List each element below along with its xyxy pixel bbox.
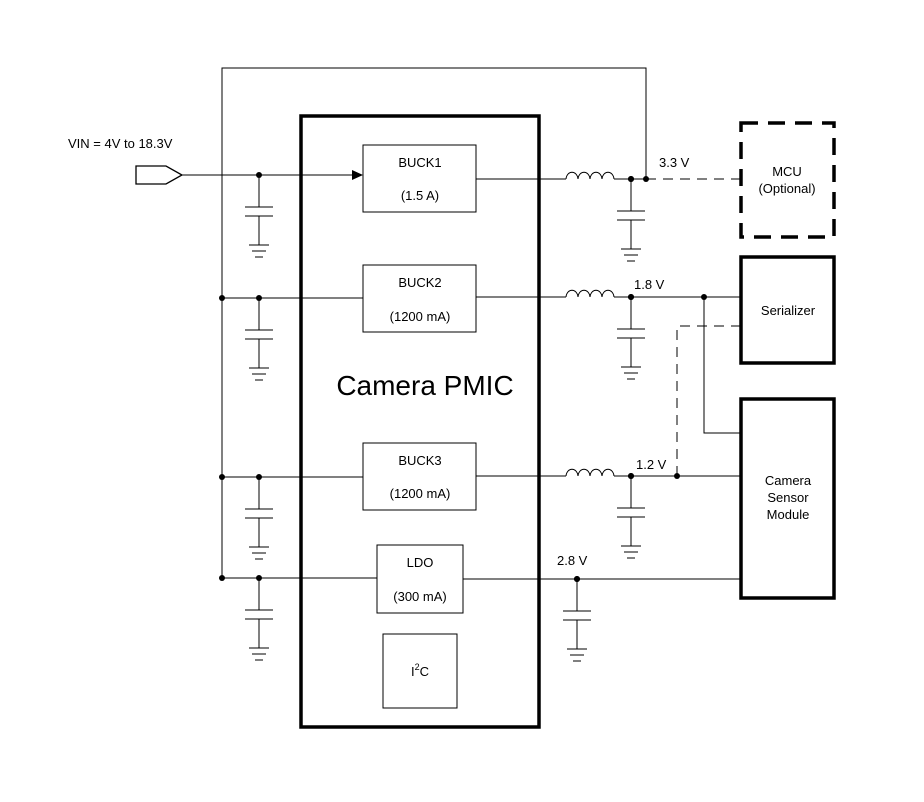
ldo-rating: (300 mA) (393, 589, 446, 604)
buck2-inductor (565, 289, 615, 298)
input-capacitor-1 (245, 172, 273, 258)
output-capacitor-1v2 (617, 473, 645, 559)
input-capacitor-3 (245, 474, 273, 560)
rail-2v8-label: 2.8 V (557, 553, 588, 568)
pmic-outline (299, 114, 541, 729)
top-loop-wire (221, 67, 647, 578)
ldo-block (376, 544, 464, 614)
buck3-block (362, 442, 477, 511)
mcu-label: MCU (772, 164, 802, 179)
inductor-coil (565, 468, 615, 477)
i2c-label: I2C (411, 662, 429, 679)
junction-dot (219, 295, 225, 301)
buck3-name: BUCK3 (398, 453, 441, 468)
mcu-block (739, 121, 836, 239)
rail-1v8-label: 1.8 V (634, 277, 665, 292)
buck1-block (362, 144, 477, 213)
buck2-rating: (1200 mA) (390, 309, 451, 324)
camera-label-line2: Sensor (767, 490, 809, 505)
output-capacitor-1v8 (617, 294, 645, 380)
buck1-inductor (565, 171, 615, 180)
i2c-block (382, 633, 458, 709)
camera-label-line3: Module (767, 507, 810, 522)
input-capacitor-4 (245, 575, 273, 661)
ldo-name: LDO (407, 555, 434, 570)
output-capacitor-2v8 (563, 576, 591, 662)
camera-label-line1: Camera (765, 473, 812, 488)
buck1-input-arrow (352, 170, 363, 180)
serializer-block (739, 255, 836, 365)
rail-1v8-to-camera-wire (703, 297, 741, 434)
buck3-rating: (1200 mA) (390, 486, 451, 501)
buck3-inductor (565, 468, 615, 477)
buck1-name: BUCK1 (398, 155, 441, 170)
buck2-name: BUCK2 (398, 275, 441, 290)
vin-label: VIN = 4V to 18.3V (68, 136, 173, 151)
junction-dot (219, 575, 225, 581)
serializer-optional-dashed-wire (676, 325, 741, 476)
rail-1v2-label: 1.2 V (636, 457, 667, 472)
vin-connector (135, 165, 184, 185)
buck1-rating: (1.5 A) (401, 188, 439, 203)
rail-3v3-label: 3.3 V (659, 155, 690, 170)
camera-sensor-block (739, 397, 836, 600)
mcu-optional-label: (Optional) (758, 181, 815, 196)
inductor-coil (565, 171, 615, 180)
output-capacitor-3v3 (617, 176, 645, 262)
inductor-coil (565, 289, 615, 298)
pmic-title: Camera PMIC (336, 370, 513, 401)
junction-dot (219, 474, 225, 480)
buck2-block (362, 264, 477, 333)
serializer-label: Serializer (761, 303, 816, 318)
input-capacitor-2 (245, 295, 273, 381)
